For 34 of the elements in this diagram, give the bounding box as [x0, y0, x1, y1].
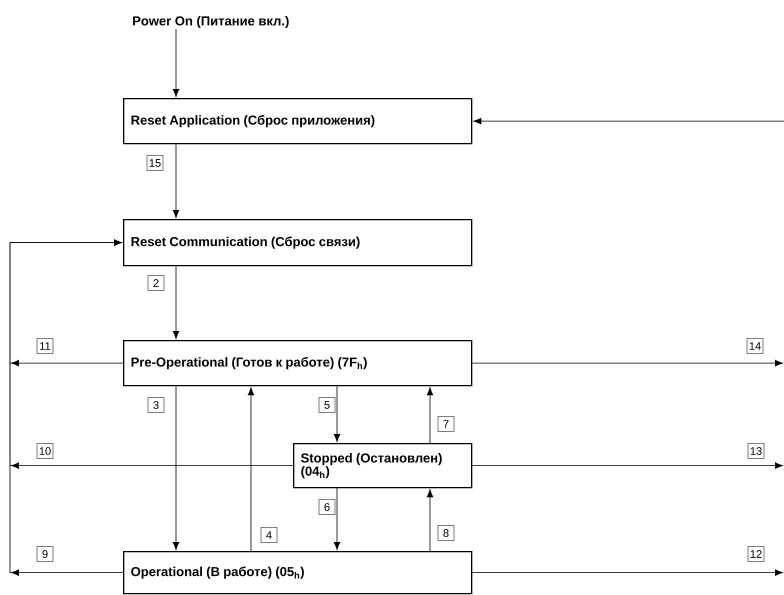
- transition-number: 15: [146, 155, 164, 171]
- start-label: Power On (Питание вкл.): [133, 16, 289, 28]
- transition-number: 6: [318, 499, 336, 515]
- transition-number: 12: [748, 546, 764, 562]
- state-box: Reset Communication (Сброс связи): [123, 219, 472, 266]
- state-box: Pre-Operational (Готов к работе) (7F$_{h}$): [123, 340, 472, 386]
- transition-number: 5: [318, 397, 336, 413]
- arrow: [426, 388, 434, 444]
- arrow: [248, 388, 254, 552]
- arrow: [334, 488, 340, 550]
- transition-number: 3: [148, 397, 164, 413]
- arrow: [334, 386, 340, 442]
- transition-number: 10: [36, 443, 54, 459]
- state-box: Operational (В работе) (05$_{h}$): [123, 551, 472, 594]
- transition-number: 14: [746, 338, 764, 354]
- arrow: [472, 569, 783, 576]
- transition-number: 8: [438, 525, 454, 541]
- transition-number: 13: [748, 443, 764, 459]
- state-box: Stopped (Остановлен) (04$_{h}$): [293, 443, 472, 488]
- arrow: [172, 144, 180, 218]
- transition-number: 7: [438, 416, 454, 432]
- state-box: Reset Application (Сброс приложения): [123, 98, 472, 144]
- arrow: [426, 490, 434, 552]
- transition-number: 4: [260, 527, 278, 543]
- transition-number: 9: [36, 546, 54, 562]
- arrow: [172, 386, 180, 550]
- transition-number: 11: [36, 338, 54, 354]
- arrow: [10, 239, 124, 366]
- arrow: [472, 360, 783, 366]
- arrow: [472, 462, 783, 469]
- transition-number: 2: [148, 275, 164, 291]
- arrow: [172, 266, 180, 339]
- arrow: [474, 118, 784, 124]
- arrow: [172, 28, 180, 97]
